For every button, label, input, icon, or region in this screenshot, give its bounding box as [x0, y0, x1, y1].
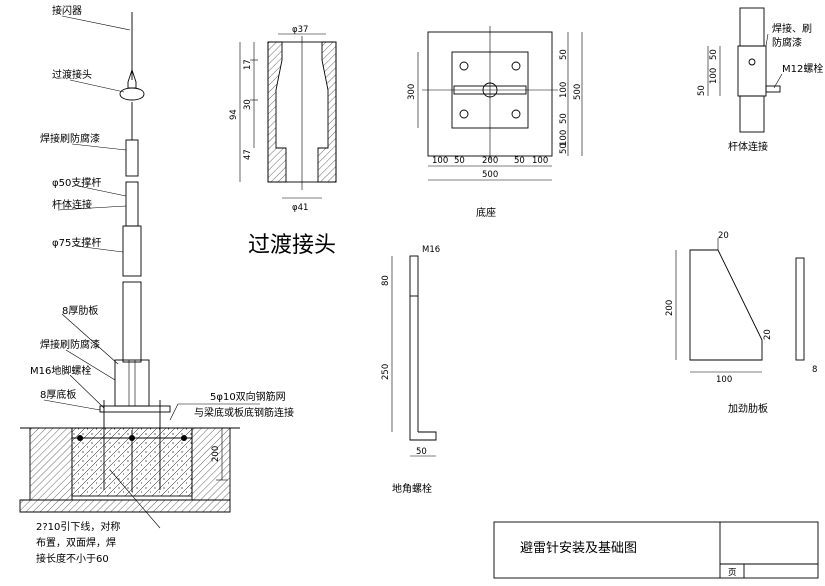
label-weld-paint-2: 焊接刷防腐漆: [40, 338, 100, 351]
base-dim-r5: 50: [559, 143, 569, 154]
label-air-terminal: 接闪器: [52, 4, 82, 17]
joint-dim-1: 50: [709, 49, 719, 60]
note-downlead-3: 接长度不小于60: [36, 552, 109, 565]
base-dim-r-total: 500: [573, 84, 583, 100]
rib-plate-detail: 20 200 20 100 8 加劲肋板: [665, 231, 817, 415]
adapter-dim-47: 47: [243, 149, 253, 160]
label-rebar-connection: 与梁底或板底钢筋连接: [194, 406, 294, 419]
label-transition-joint: 过渡接头: [52, 68, 92, 81]
anchor-dim-50: 50: [416, 447, 427, 457]
adapter-dim-94: 94: [229, 109, 239, 120]
base-dim-r3: 50: [559, 113, 569, 124]
adapter-dim-top-dia: φ37: [292, 25, 308, 35]
rib-dim-thick: 8: [812, 365, 817, 375]
adapter-dim-30: 30: [243, 99, 253, 110]
anchor-bolt-detail: M16 80 250 50 地角螺栓: [381, 245, 440, 495]
joint-label-weld: 焊接、刷: [772, 22, 812, 35]
base-dim-b3: 200: [482, 156, 498, 166]
anchor-dim-250: 250: [381, 364, 391, 380]
page-label: 页: [728, 568, 737, 578]
label-support-rod-50: φ50支撑杆: [52, 176, 101, 189]
label-pole-joint: 杆体连接: [52, 198, 92, 211]
base-dim-r2: 100: [559, 82, 569, 98]
label-anchor-bolt-m16: M16地脚螺栓: [30, 364, 91, 377]
base-plate-detail: 50 100 50 500 100 50 300 100 50 200 50 1…: [407, 26, 583, 219]
pole-joint-caption: 杆体连接: [728, 140, 768, 153]
adapter-dim-17: 17: [243, 59, 253, 70]
label-rib-plate-8: 8厚肋板: [62, 304, 98, 317]
joint-dim-3: 50: [697, 85, 707, 96]
base-dim-r4: 100: [559, 130, 569, 146]
rib-dim-width: 100: [716, 375, 732, 385]
label-rebar-mesh: 5φ10双向钢筋网: [210, 390, 286, 403]
joint-dim-2: 100: [709, 68, 719, 84]
title-block: 避雷针安装及基础图 页: [493, 521, 819, 579]
base-dim-b-total: 500: [482, 170, 498, 180]
base-dim-left: 300: [407, 84, 417, 100]
base-dim-b1: 100: [432, 156, 448, 166]
label-support-rod-75: φ75支撑杆: [52, 236, 101, 249]
base-dim-b4: 50: [514, 156, 525, 166]
rib-dim-top: 20: [718, 231, 729, 241]
rib-dim-height: 200: [665, 300, 675, 316]
lightning-mast: 200 接闪器 过渡接头 焊接刷防腐漆 φ50支撑杆 杆体连接 φ75支撑杆 8…: [19, 4, 294, 565]
note-downlead-2: 布置，双面焊，焊: [36, 537, 116, 549]
foundation-depth-dim: 200: [211, 446, 221, 462]
base-plate-caption: 底座: [476, 206, 496, 219]
base-dim-r1: 50: [559, 49, 569, 60]
adapter-title: 过渡接头: [248, 233, 336, 258]
base-dim-b2: 50: [454, 156, 465, 166]
anchor-dim-thread: M16: [422, 245, 440, 255]
base-dim-b5: 100: [532, 156, 548, 166]
anchor-dim-80: 80: [381, 275, 391, 286]
adapter-detail: φ37 17 30 47 94 φ41 过渡接头: [229, 25, 337, 258]
rib-dim-side: 20: [763, 329, 773, 340]
note-downlead-1: 2?10引下线，对称: [36, 520, 120, 533]
label-weld-paint-1: 焊接刷防腐漆: [40, 132, 100, 145]
joint-label-bolt: M12螺栓: [782, 62, 823, 75]
label-base-plate-8: 8厚底板: [40, 388, 76, 401]
drawing-title: 避雷针安装及基础图: [520, 541, 637, 556]
rib-plate-caption: 加劲肋板: [728, 402, 768, 415]
pole-joint-detail: 50 100 50 焊接、刷 防腐漆 M12螺栓 杆体连接: [697, 7, 823, 153]
joint-label-paint: 防腐漆: [772, 36, 802, 49]
anchor-bolt-caption: 地角螺栓: [392, 482, 432, 495]
adapter-dim-bottom-dia: φ41: [292, 203, 308, 213]
